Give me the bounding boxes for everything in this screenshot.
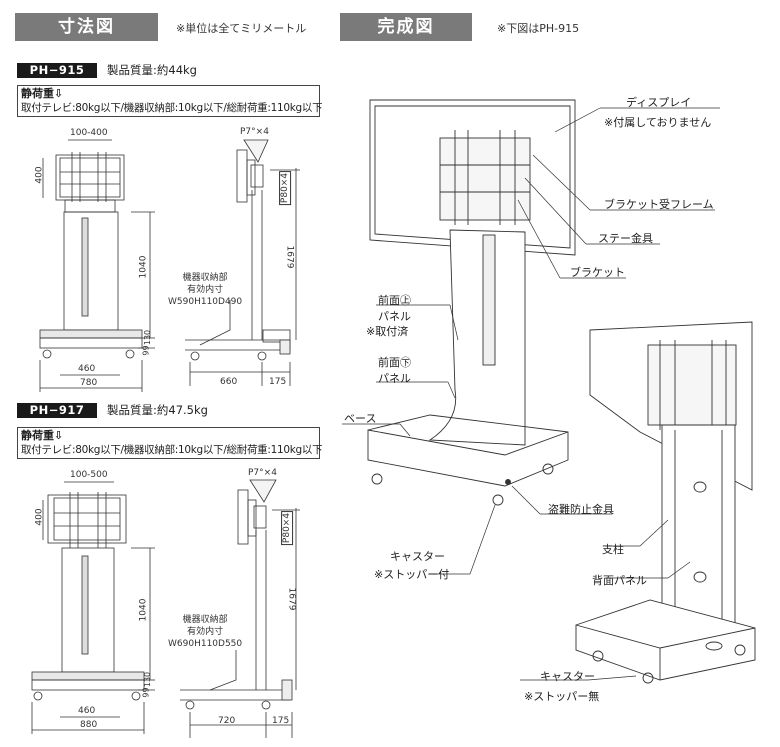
spec-title: 静荷重⇩	[21, 87, 64, 100]
dim-99-ph917: 99	[141, 687, 151, 698]
weight-ph915: 製品質量:約44kg	[107, 63, 197, 77]
ph917-front-view	[31, 481, 155, 734]
dim-depth-extra-ph915: 175	[269, 377, 287, 387]
complete-header: 完成図	[340, 13, 472, 41]
dim-1679-ph917: 1679	[286, 587, 297, 611]
spec-box-ph915: 静荷重⇩ 取付テレビ:80kg以下/機器収納部:10kg以下/総耐荷重:110k…	[17, 85, 323, 117]
dim-1040-ph917: 1040	[138, 598, 149, 622]
callout-caster-stopper: キャスター	[390, 550, 445, 563]
storage-line-3: W690H110D550	[168, 639, 243, 649]
dim-pitch-ph915: P7°×4	[240, 127, 269, 137]
callout-bracket-frame: ブラケット受フレーム	[604, 198, 714, 211]
callout-pillar: 支柱	[602, 543, 624, 556]
dim-130-ph915: 130	[143, 329, 153, 346]
callout-leaders	[342, 107, 720, 681]
callout-caster-stopper-note: ※ストッパー付	[374, 568, 450, 581]
dim-1679-ph915: 1679	[284, 245, 295, 269]
model-badge-ph915: PH−915	[17, 63, 97, 78]
callout-stay: ステー金具	[598, 232, 653, 245]
storage-line-1: 機器収納部	[182, 273, 228, 283]
dim-99-ph915: 99	[141, 345, 151, 356]
storage-line-2: 有効内寸	[187, 285, 224, 295]
storage-line-1: 機器収納部	[182, 615, 228, 625]
dim-1040-ph915: 1040	[138, 255, 149, 279]
storage-label-ph915: 機器収納部 有効内寸 W590H110D490	[168, 272, 242, 308]
dim-880-ph917: 880	[80, 720, 98, 730]
dim-depth-extra-ph917: 175	[272, 716, 290, 726]
dim-vesa-height-ph917: 400	[34, 508, 45, 526]
dim-460-ph917: 460	[78, 706, 96, 716]
callout-back-panel: 背面パネル	[592, 574, 647, 587]
dim-vesa-ph917: 100-500	[70, 470, 108, 480]
callout-front-upper-1: 前面㊤	[378, 294, 411, 307]
model-badge-ph917: PH−917	[17, 403, 97, 418]
spec-box-ph917: 静荷重⇩ 取付テレビ:80kg以下/機器収納部:10kg以下/総耐荷重:110k…	[17, 427, 323, 459]
storage-line-3: W590H110D490	[168, 297, 243, 307]
callout-front-lower-1: 前面㊦	[378, 356, 411, 369]
dim-460-ph915: 460	[78, 364, 96, 374]
spec-title: 静荷重⇩	[21, 429, 64, 442]
complete-note: ※下図はPH-915	[497, 22, 580, 35]
callout-caster-nostopper-note: ※ストッパー無	[524, 690, 600, 703]
callout-front-upper-2: パネル	[378, 310, 411, 323]
dim-depth-ph915: 660	[220, 377, 238, 387]
weight-ph917: 製品質量:約47.5kg	[107, 403, 208, 417]
callout-caster-nostopper: キャスター	[540, 670, 595, 683]
spec-text: 取付テレビ:80kg以下/機器収納部:10kg以下/総耐荷重:110kg以下	[21, 444, 323, 456]
dim-130-ph917: 130	[143, 671, 153, 688]
dim-vesa-ph915: 100-400	[70, 128, 108, 138]
callout-front-upper-note: ※取付済	[366, 325, 409, 338]
dim-depth-ph917: 720	[218, 716, 236, 726]
storage-line-2: 有効内寸	[187, 627, 224, 637]
storage-label-ph917: 機器収納部 有効内寸 W690H110D550	[168, 614, 242, 650]
callout-antitheft: 盗難防止金具	[548, 503, 614, 516]
dim-p80-ph915: P80×4	[279, 170, 292, 206]
callout-bracket: ブラケット	[570, 266, 625, 279]
callout-display: ディスプレイ	[626, 96, 692, 109]
spec-text: 取付テレビ:80kg以下/機器収納部:10kg以下/総耐荷重:110kg以下	[21, 102, 323, 114]
callout-base: ベース	[344, 412, 377, 425]
dim-vesa-height-ph915: 400	[34, 166, 45, 184]
dim-780-ph915: 780	[80, 378, 98, 388]
dimensions-header: 寸法図	[15, 13, 158, 41]
dimensions-unit-note: ※単位は全てミリメートル	[176, 22, 307, 35]
callout-front-lower-2: パネル	[378, 372, 411, 385]
dim-p80-ph917: P80×4	[281, 510, 294, 546]
dim-pitch-ph917: P7°×4	[248, 468, 277, 478]
callout-display-note: ※付属しておりません	[604, 116, 712, 129]
